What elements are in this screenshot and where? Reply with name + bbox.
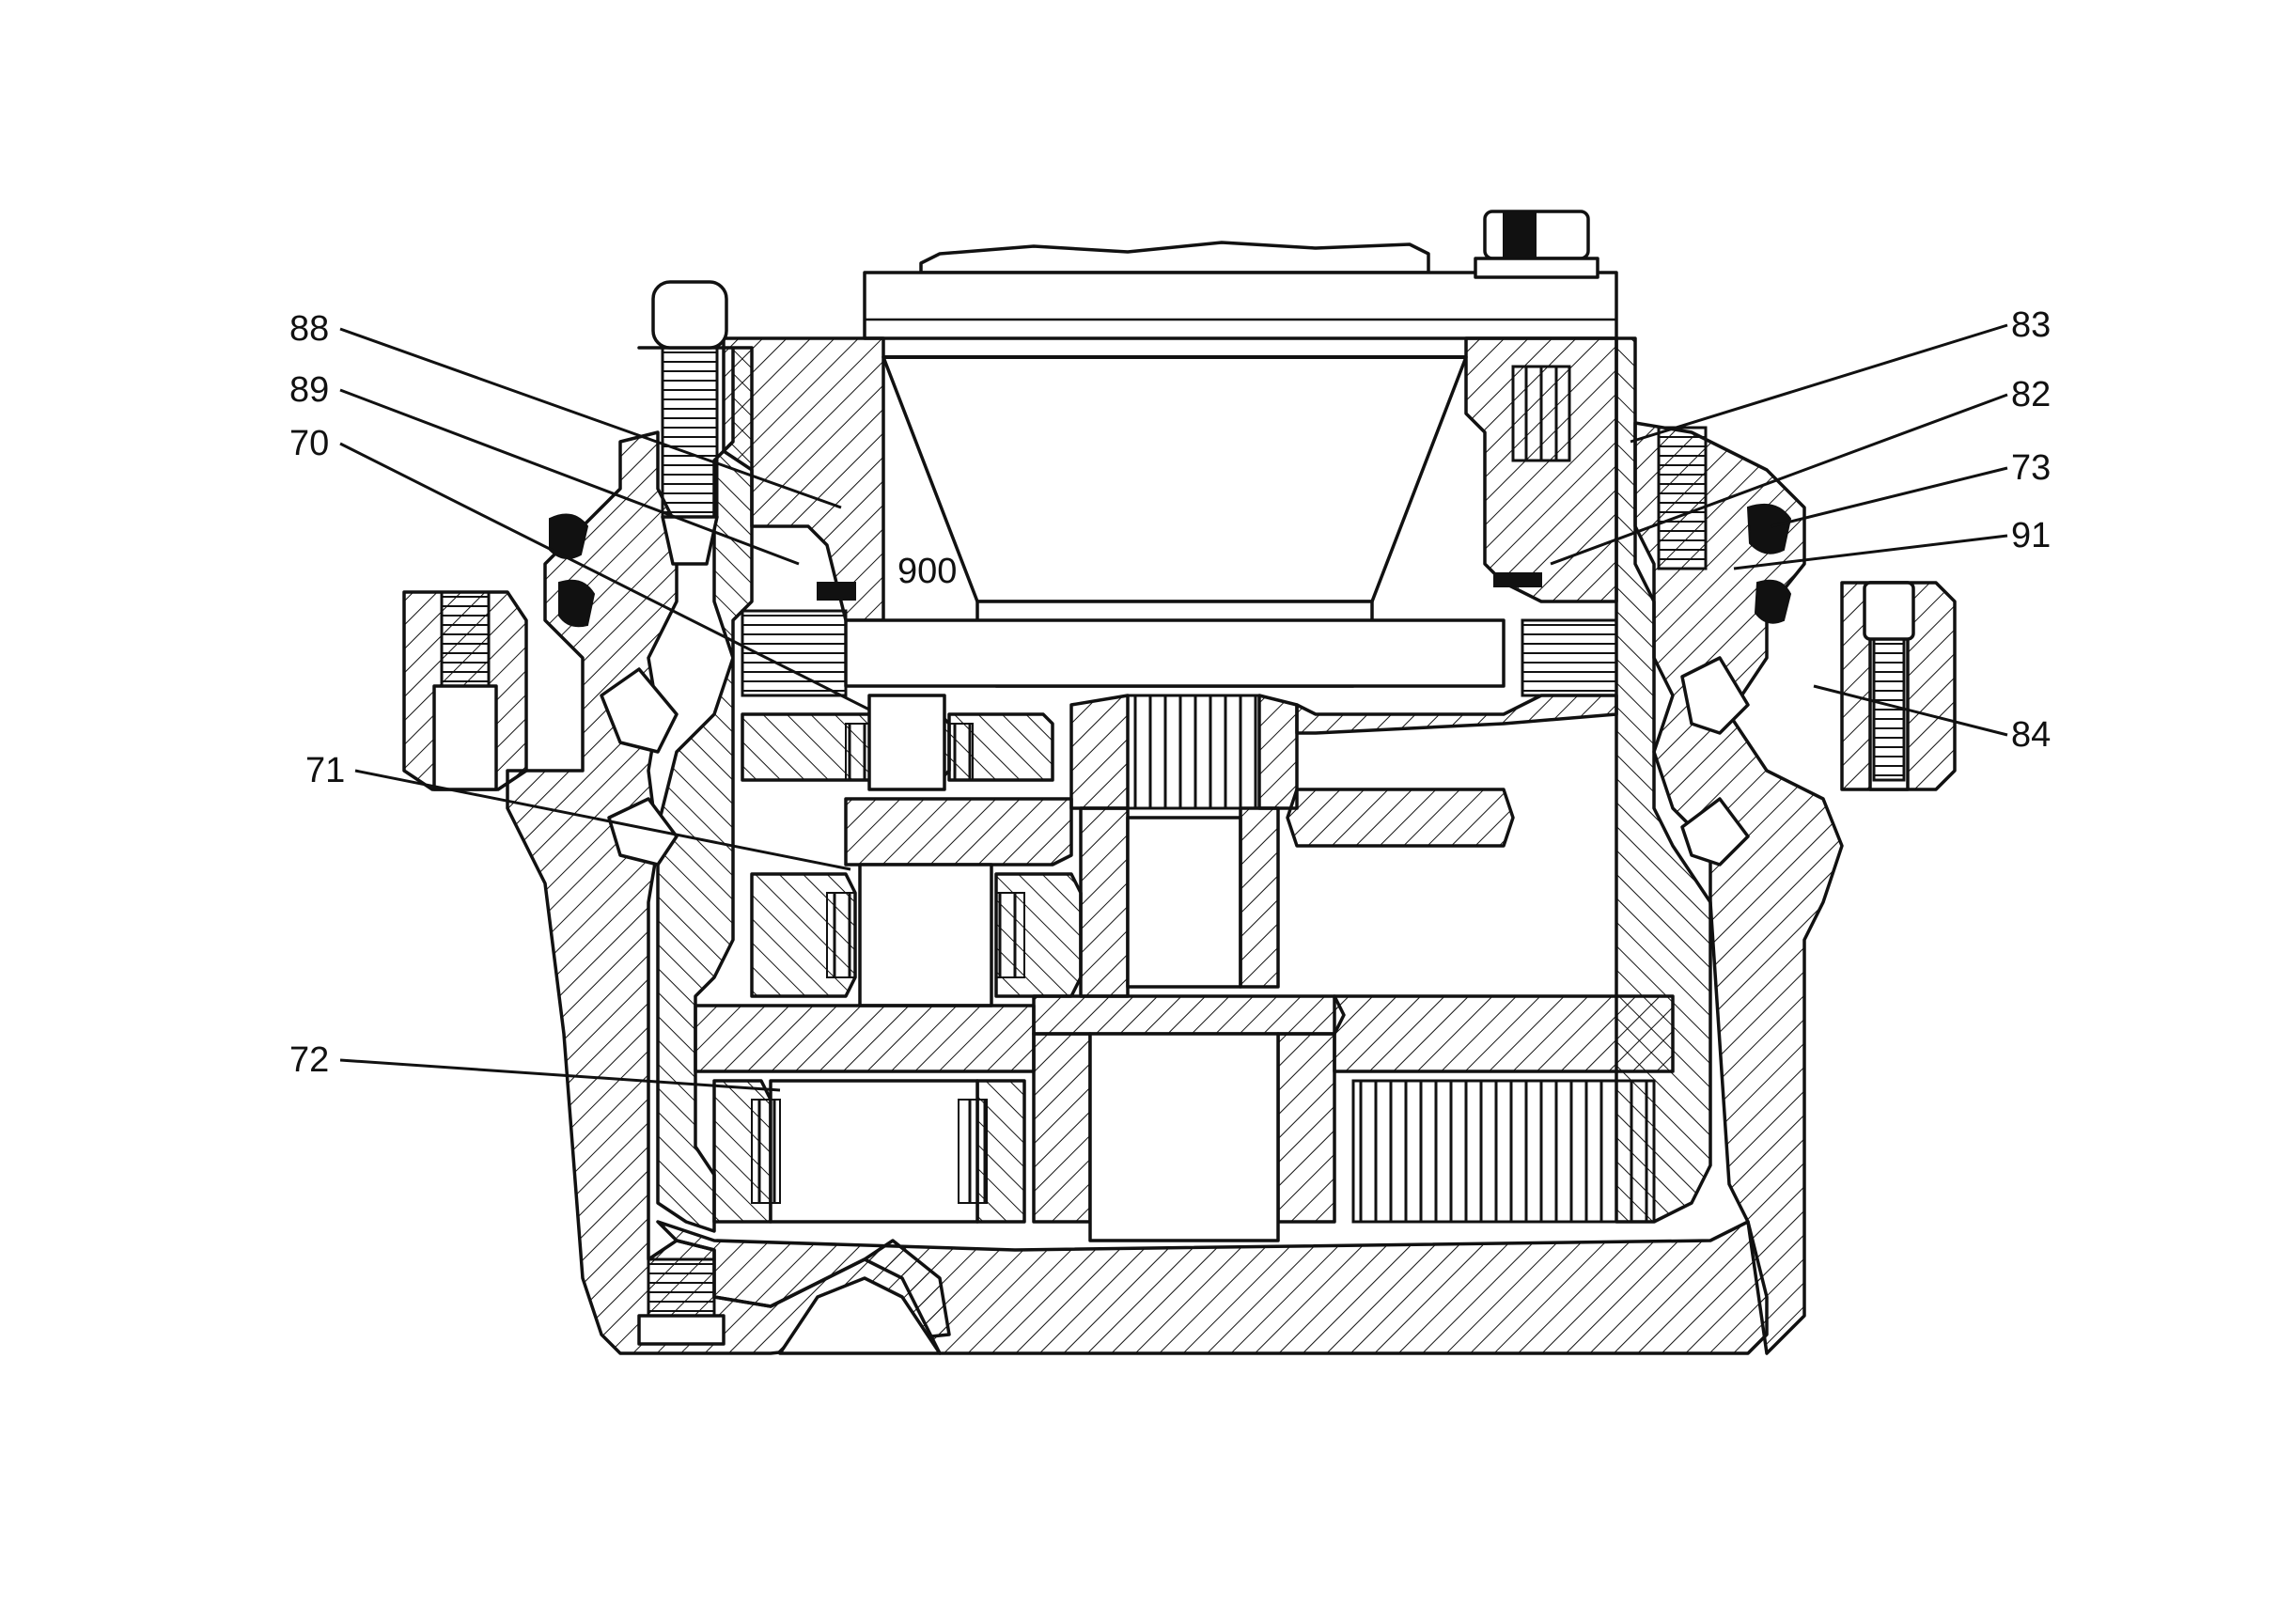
right-flange-ear [1840,581,1957,791]
callout-73: 73 [2011,448,2051,488]
top-left-bolt [651,280,728,566]
first-stage-planet [741,694,1073,867]
sun-shaft [1069,694,1299,998]
callout-71: 71 [305,751,345,790]
leader-88 [339,327,842,509]
seals [549,504,1792,628]
leader-83 [1630,323,2008,444]
callout-82: 82 [2011,375,2051,414]
bottom-left-bolt [637,1257,726,1346]
callout-84: 84 [2011,715,2051,755]
leader-72 [339,1058,781,1092]
leader-71 [354,769,851,871]
top-right-bolt [1474,210,1599,279]
outer-housing [506,421,1844,1355]
leader-84 [1813,684,2008,737]
carrier-arm-right [1286,694,1618,848]
callout-91: 91 [2011,516,2051,555]
taper-bearings [600,656,1750,867]
third-stage [694,994,1675,1242]
callout-83: 83 [2011,305,2051,345]
leader-70 [339,442,870,711]
left-flange-ear [402,590,528,791]
right-stud [1657,426,1708,570]
callouts-right: 83 82 73 91 84 [1550,305,2051,755]
leader-91 [1733,534,2008,570]
callout-88: 88 [289,309,329,349]
leader-73 [1771,466,2008,528]
disc-packs [741,609,1618,697]
leader-82 [1550,393,2008,566]
callouts-left: 88 89 70 71 72 [289,309,870,1092]
label-900: 900 [897,552,957,591]
callout-70: 70 [289,424,329,463]
second-stage-planet [750,863,1083,1007]
leader-89 [339,388,800,566]
callout-89: 89 [289,370,329,410]
callout-72: 72 [289,1040,329,1080]
top-cover [722,241,1618,622]
